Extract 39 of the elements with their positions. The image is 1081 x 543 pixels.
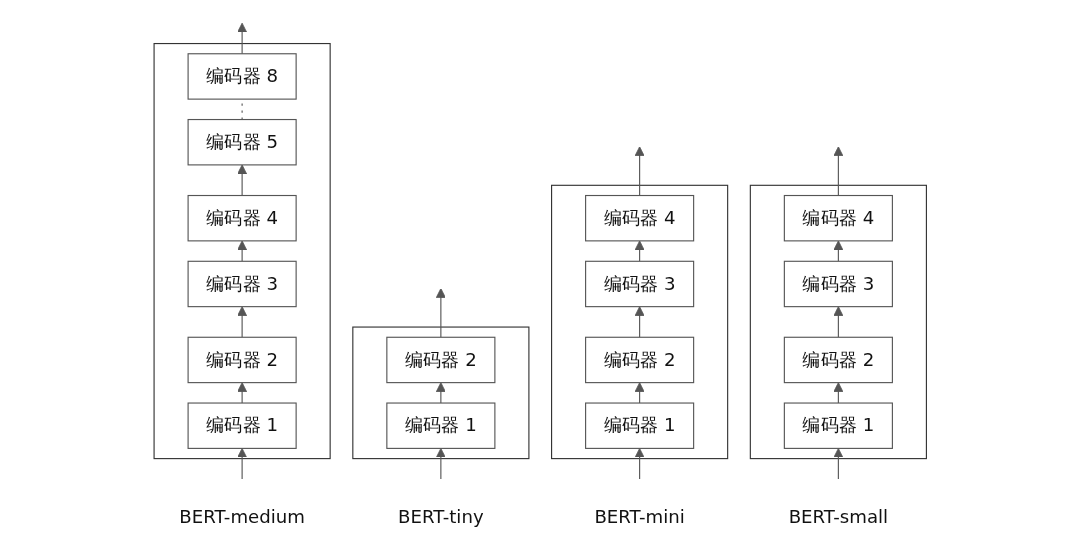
- encoder-box: 编码器 1: [784, 402, 894, 449]
- arrow: [237, 164, 248, 197]
- encoder-box: 编码器 1: [386, 402, 496, 449]
- arrow: [237, 306, 248, 338]
- model-name: BERT-mini: [594, 505, 686, 530]
- encoder-box: 编码器 4: [187, 194, 297, 242]
- arrow: [436, 288, 447, 338]
- model-name: BERT-small: [788, 505, 889, 530]
- arrow: [436, 447, 447, 480]
- encoder-box: 编码器 2: [784, 336, 894, 384]
- arrow: [833, 306, 844, 338]
- encoder-box: 编码器 4: [784, 194, 894, 242]
- arrow: [634, 447, 645, 480]
- encoder-box: 编码器 3: [784, 260, 894, 308]
- encoder-box: 编码器 1: [585, 402, 695, 449]
- arrow: [634, 382, 645, 404]
- arrow: [833, 240, 844, 262]
- arrow: [833, 447, 844, 480]
- encoder-box: 编码器 5: [187, 118, 297, 166]
- encoder-box: 编码器 2: [187, 336, 297, 384]
- arrow: [237, 22, 248, 55]
- encoder-box: 编码器 1: [187, 402, 297, 449]
- arrow: [833, 146, 844, 197]
- encoder-box: 编码器 2: [386, 336, 496, 384]
- encoder-box: 编码器 3: [187, 260, 297, 308]
- model-name: BERT-tiny: [398, 505, 484, 530]
- arrow: [436, 382, 447, 404]
- encoder-box: 编码器 8: [187, 53, 297, 100]
- encoder-box: 编码器 2: [585, 336, 695, 384]
- arrow: [237, 382, 248, 404]
- arrow: [634, 240, 645, 262]
- encoder-box: 编码器 4: [585, 194, 695, 242]
- arrow: [237, 447, 248, 480]
- arrow: [634, 306, 645, 338]
- model-name: BERT-medium: [179, 505, 306, 530]
- arrow: [237, 240, 248, 262]
- encoder-box: 编码器 3: [585, 260, 695, 308]
- arrow: [634, 146, 645, 197]
- arrow: [833, 382, 844, 404]
